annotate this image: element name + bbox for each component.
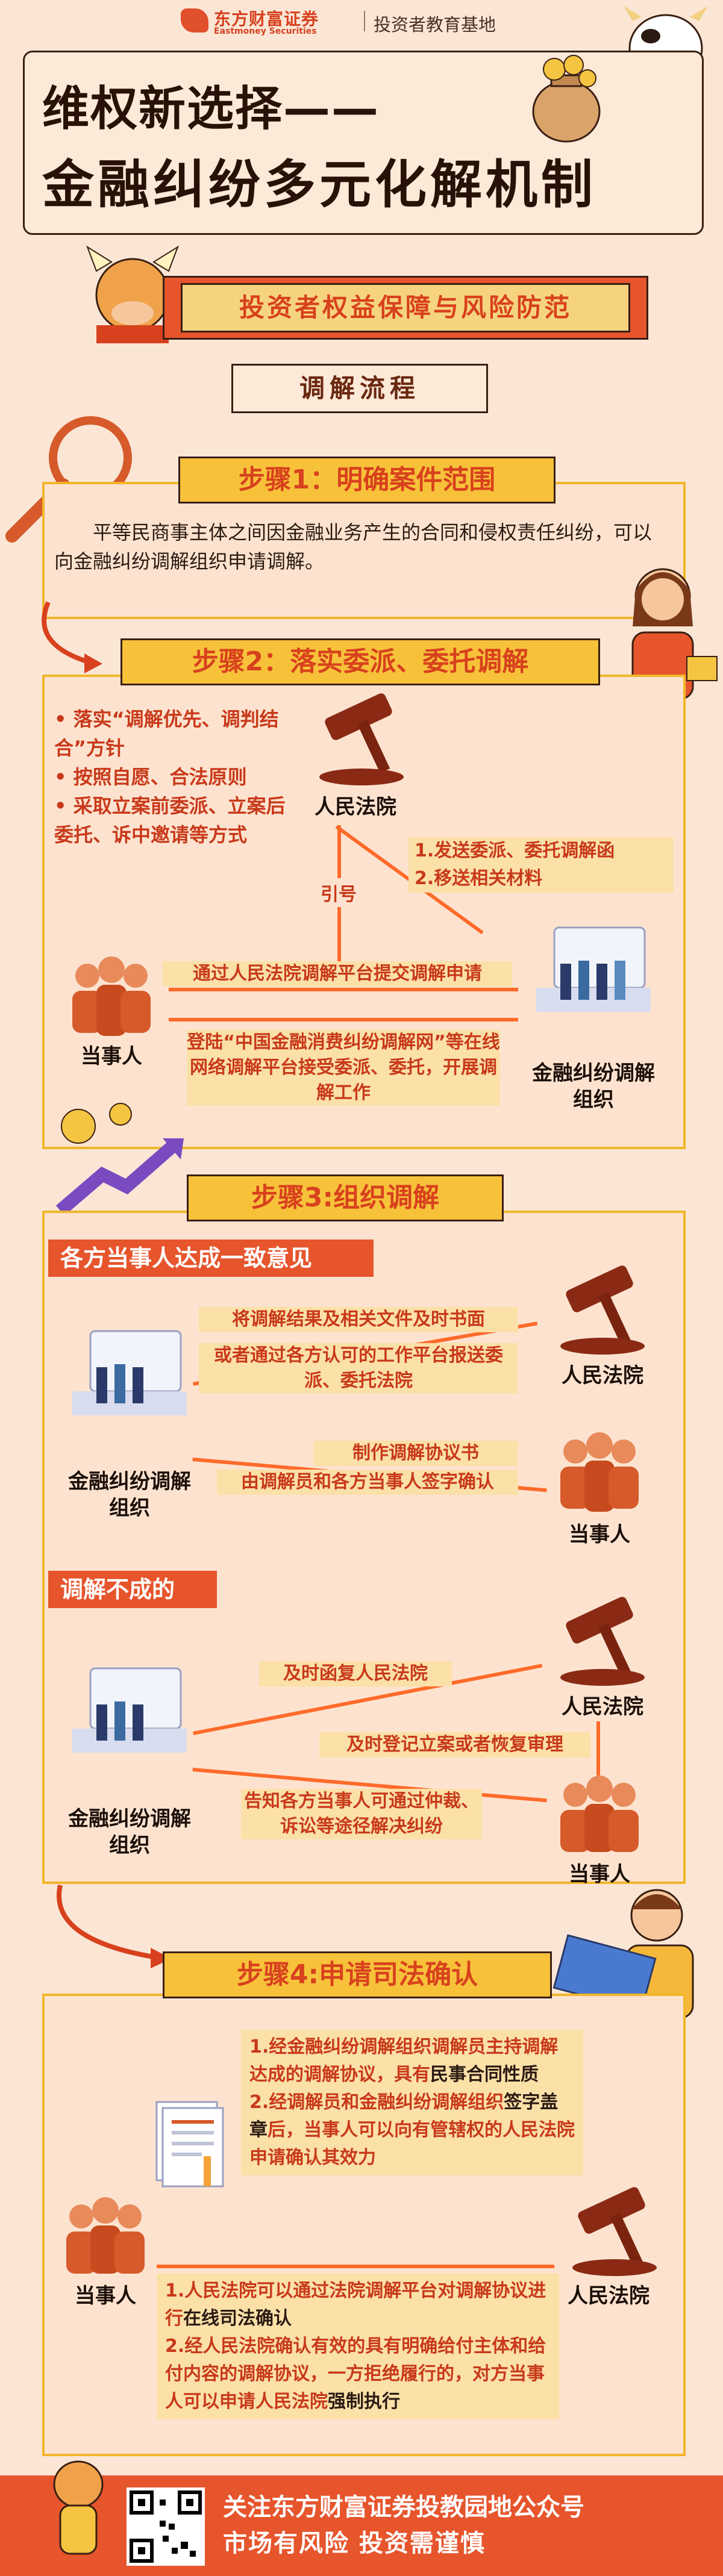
step2-bullet-2: • 按照自愿、合法原则 xyxy=(54,766,247,788)
step2-bullets: • 落实“调解优先、调判结合”方针 • 按照自愿、合法原则 • 采取立案前委派、… xyxy=(54,705,289,849)
step2-tag: 步骤2：落实委派、委托调解 xyxy=(120,638,600,685)
step1-tag: 步骤1：明确案件范围 xyxy=(178,457,556,504)
court-label-4: 人民法院 xyxy=(568,2284,649,2308)
footer-bar xyxy=(0,2475,723,2576)
step4-note-1: 1.经金融纠纷调解组织调解员主持调解达成的调解协议，具有民事合同性质 xyxy=(249,2036,559,2085)
court-label: 人民法院 xyxy=(315,795,396,819)
register-line xyxy=(596,1721,600,1776)
reply-note: 及时函复人民法院 xyxy=(259,1661,452,1686)
step4-note-4: 2.经人民法院确认有效的具有明确给付主体和给付内容的调解协议，一方拒绝履行的，对… xyxy=(165,2336,546,2412)
gavel-icon-2 xyxy=(560,1265,645,1355)
party-group-icon-2 xyxy=(560,1432,639,1512)
document-icon xyxy=(155,2101,224,2188)
step2-bullet-1: • 落实“调解优先、调判结合”方针 xyxy=(54,708,279,759)
footer-line-1: 关注东方财富证券投教园地公众号 xyxy=(223,2493,584,2521)
footer-line-2: 市场有风险 投资需谨慎 xyxy=(223,2530,486,2557)
party-label-2: 当事人 xyxy=(569,1523,630,1547)
submit-line xyxy=(169,988,518,991)
agreement-note-2: 由调解员和各方当事人签字确认 xyxy=(217,1470,518,1495)
qr-code[interactable] xyxy=(127,2487,205,2566)
confirm-line xyxy=(157,2265,554,2268)
court-label-3: 人民法院 xyxy=(562,1695,643,1719)
header-divider xyxy=(364,11,365,31)
party-group-icon xyxy=(72,956,151,1036)
party-group-icon-3 xyxy=(560,1776,639,1852)
step2-bullet-3: • 采取立案前委派、立案后委托、诉中邀请等方式 xyxy=(54,794,286,846)
money-bag-icon xyxy=(532,55,601,143)
step4-note-top: 1.经金融纠纷调解组织调解员主持调解达成的调解协议，具有民事合同性质 2.经调解… xyxy=(241,2030,583,2175)
party-label: 当事人 xyxy=(81,1044,142,1068)
submit-note: 通过人民法院调解平台提交调解申请 xyxy=(163,961,512,987)
agreement-note-1: 制作调解协议书 xyxy=(313,1441,518,1466)
brand-logo-icon xyxy=(181,8,208,33)
step1-text: 平等民商事主体之间因金融业务产生的合同和侵权责任纠纷，可以向金融纠纷调解组织申请… xyxy=(54,521,653,573)
header-subtitle: 投资者教育基地 xyxy=(374,14,496,35)
brand-name-en: Eastmoney Securities xyxy=(214,27,317,36)
topic-banner: 投资者权益保障与风险防范 xyxy=(181,283,630,332)
flow-label: 调解流程 xyxy=(231,364,488,413)
inform-note: 告知各方当事人可通过仲裁、诉讼等途径解决纠纷 xyxy=(241,1789,482,1839)
login-line xyxy=(169,1018,518,1021)
fail-heading: 调解不成的 xyxy=(48,1571,217,1608)
party-label-3: 当事人 xyxy=(569,1862,630,1886)
step4-tag: 步骤4:申请司法确认 xyxy=(163,1951,552,1998)
step1-panel xyxy=(42,482,686,619)
step4-note-bottom: 1.人民法院可以通过法院调解平台对调解协议进行在线司法确认 2.经人民法院确认有… xyxy=(157,2274,559,2419)
party-label-4: 当事人 xyxy=(75,2284,136,2308)
ox-runner-icon xyxy=(53,2460,104,2555)
report-note-1: 将调解结果及相关文件及时书面 xyxy=(199,1307,518,1332)
mediation-board-icon-3 xyxy=(72,1667,187,1753)
title-line-1: 维权新选择—— xyxy=(42,82,380,136)
party-group-icon-4 xyxy=(66,2197,145,2274)
step4-note-2: 2.经调解员和金融纠纷调解组织签字盖章后，当事人可以向有管辖权的人民法院申请确认… xyxy=(249,2092,575,2168)
step4-note-3: 1.人民法院可以通过法院调解平台对调解协议进行在线司法确认 xyxy=(165,2280,546,2329)
send-note: 1.发送委派、委托调解函 2.移送相关材料 xyxy=(408,837,674,893)
qr-code-icon xyxy=(130,2490,202,2563)
growth-arrow-icon xyxy=(55,1103,184,1216)
mediation-board-icon xyxy=(536,926,651,1012)
step3-tag: 步骤3:组织调解 xyxy=(187,1174,504,1221)
transfer-text: 2.移送相关材料 xyxy=(415,868,543,889)
title-line-2: 金融纠纷多元化解机制 xyxy=(42,155,596,215)
register-note: 及时登记立案或者恢复审理 xyxy=(319,1732,590,1757)
org-label-2: 金融纠纷调解组织 xyxy=(68,1470,191,1520)
agree-heading: 各方当事人达成一致意见 xyxy=(48,1240,374,1277)
gavel-icon xyxy=(319,693,404,785)
org-label: 金融纠纷调解组织 xyxy=(532,1061,655,1112)
ox-mascot-icon xyxy=(86,245,179,343)
court-label-2: 人民法院 xyxy=(562,1364,643,1388)
gavel-icon-4 xyxy=(572,2187,657,2276)
org-label-3: 金融纠纷调解组织 xyxy=(68,1807,191,1857)
brand-name-cn: 东方财富证券 xyxy=(214,9,319,29)
login-note: 登陆“中国金融消费纠纷调解网”等在线网络调解平台接受委派、委托，开展调解工作 xyxy=(187,1030,500,1106)
guide-label: 引号 xyxy=(316,878,362,907)
flow-arrow-icon xyxy=(42,601,102,673)
gavel-icon-3 xyxy=(560,1597,645,1686)
flow-arrow-icon-2 xyxy=(57,1885,172,1968)
report-note-2: 或者通过各方认可的工作平台报送委派、委托法院 xyxy=(199,1343,518,1394)
send-text: 1.发送委派、委托调解函 xyxy=(415,840,615,861)
mediation-board-icon-2 xyxy=(72,1330,187,1415)
